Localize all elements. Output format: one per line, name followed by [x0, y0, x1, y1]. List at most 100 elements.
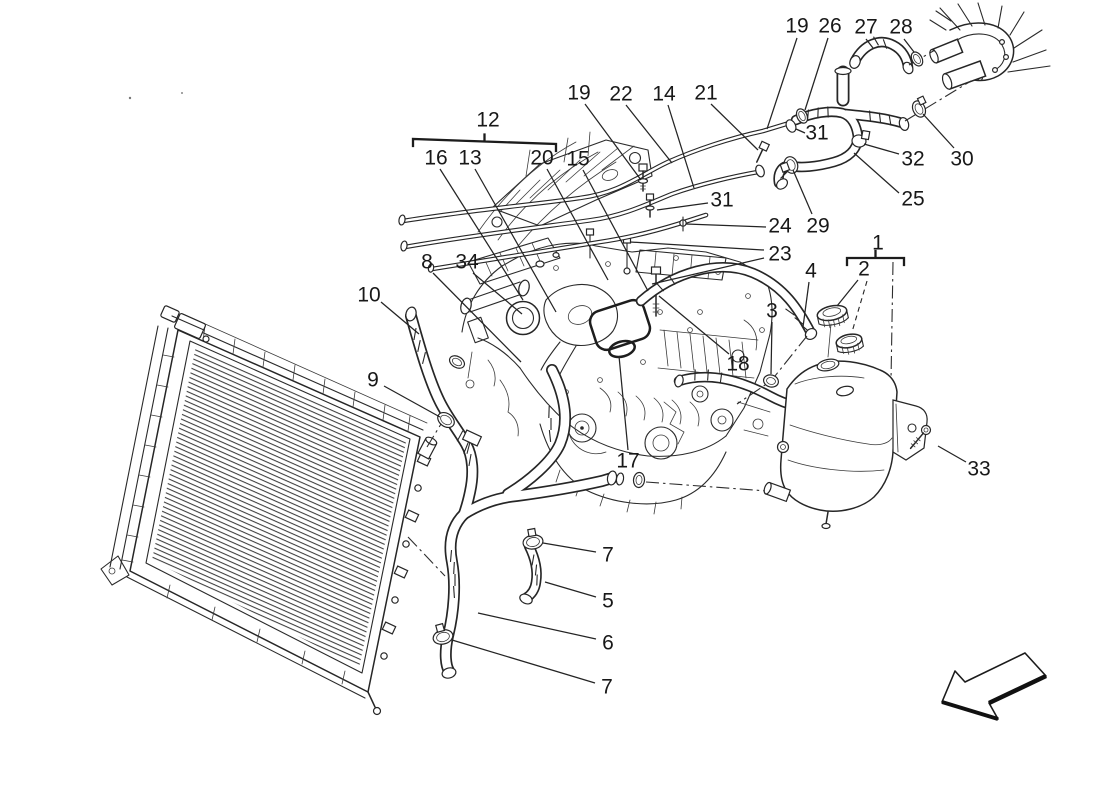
tank-outlet-stub	[763, 481, 792, 503]
part-number-label: 5	[602, 590, 614, 613]
pipe-bolt	[645, 193, 655, 218]
tank-side-port	[776, 440, 790, 454]
part-number-label: 19	[567, 82, 590, 105]
part-number-label: 33	[967, 458, 990, 481]
leader-line	[629, 241, 765, 251]
radiator-core-hatch	[152, 346, 406, 668]
part-number-label: 7	[602, 544, 614, 567]
radiator	[100, 305, 438, 716]
part-number-label: 21	[694, 82, 717, 105]
pipe-bolt	[679, 216, 687, 232]
hose-clamp	[432, 622, 454, 645]
part-number-label: 7	[601, 676, 613, 699]
part-number-label: 13	[458, 147, 481, 170]
leader-line	[582, 169, 649, 292]
tank-cap	[816, 304, 849, 329]
leader-line	[651, 257, 765, 285]
bracket-bolt	[909, 424, 932, 450]
leader-line	[836, 279, 859, 307]
leader-line	[383, 385, 441, 418]
leader-line	[658, 295, 730, 355]
clamps	[432, 51, 927, 645]
part-number-label: 10	[357, 284, 380, 307]
radiator-side-fittings	[367, 436, 438, 716]
tank-secondary-neck	[836, 385, 854, 397]
radiator-left-ticks	[121, 354, 175, 563]
thermostat-housing	[543, 284, 618, 347]
part-number-label: 20	[530, 147, 553, 170]
leader-line	[792, 169, 813, 215]
leader-line	[656, 202, 709, 211]
part-number-label: 29	[806, 215, 829, 238]
pump-port-lower	[941, 60, 987, 90]
hose-clamp	[910, 51, 924, 67]
hose-clamp	[795, 108, 809, 124]
hose-clamp	[911, 95, 927, 118]
leader-line	[432, 272, 522, 363]
hoses	[404, 36, 914, 679]
leader-line	[380, 301, 420, 335]
hose-bracket	[461, 429, 483, 454]
leader-line	[922, 113, 955, 149]
part-number-label: 15	[566, 148, 589, 171]
leader-line	[710, 103, 759, 151]
part-number-label: 17	[616, 450, 639, 473]
leader-line	[584, 103, 642, 181]
leader-line	[770, 321, 773, 375]
leader-line	[667, 104, 695, 189]
leader-line	[618, 355, 629, 451]
part-number-label: 12	[476, 109, 499, 132]
throttle-ring	[505, 300, 541, 336]
group-bracket	[411, 133, 558, 153]
leader-line	[625, 104, 673, 164]
part-number-label: 28	[889, 16, 912, 39]
direction-arrow-icon	[941, 652, 1047, 721]
leader-line	[802, 281, 810, 328]
part-number-label: 1	[872, 232, 884, 255]
part-number-label: 6	[602, 632, 614, 655]
leader-line	[863, 143, 900, 155]
leader-line	[685, 223, 767, 228]
leader-line	[853, 152, 900, 194]
leader-line	[451, 639, 596, 684]
part-number-label: 4	[805, 260, 817, 283]
part-number-label: 25	[901, 188, 924, 211]
tank-cap	[835, 333, 864, 355]
coolant-pipes	[398, 121, 796, 273]
part-number-label: 32	[901, 148, 924, 171]
part-number-label: 31	[805, 122, 828, 145]
hose-clamp	[785, 119, 797, 133]
tank-bracket	[892, 399, 928, 461]
leader-line	[544, 581, 597, 598]
hose-clamp	[448, 355, 466, 369]
part-number-label: 22	[609, 83, 632, 106]
part-number-label: 19	[785, 15, 808, 38]
water-pump-assembly	[929, 2, 1051, 90]
group-bracket	[845, 249, 906, 267]
part-number-label: 16	[424, 147, 447, 170]
leader-line	[865, 38, 874, 49]
part-number-label: 26	[818, 15, 841, 38]
intake-manifold	[477, 131, 653, 247]
part-number-label: 30	[950, 148, 973, 171]
leader-line	[546, 168, 609, 281]
part-number-label: 9	[367, 369, 379, 392]
expansion-tank	[763, 304, 932, 530]
radiator-top-corner-bracket	[160, 305, 210, 343]
hose-clamp	[437, 411, 455, 429]
radiator-drain-plug	[372, 706, 382, 716]
hose-clamp	[851, 129, 871, 148]
part-number-label: 18	[726, 353, 749, 376]
leader-line	[477, 612, 597, 640]
pump-port-upper	[929, 38, 964, 64]
leader-line	[542, 542, 597, 553]
hose-clamp	[762, 374, 780, 388]
pulleys	[567, 408, 734, 460]
radiator-inlet-port	[417, 436, 438, 460]
radiator-lower-bracket	[100, 555, 130, 586]
pipe-bolt	[756, 140, 771, 163]
part-number-label: 14	[652, 83, 676, 106]
